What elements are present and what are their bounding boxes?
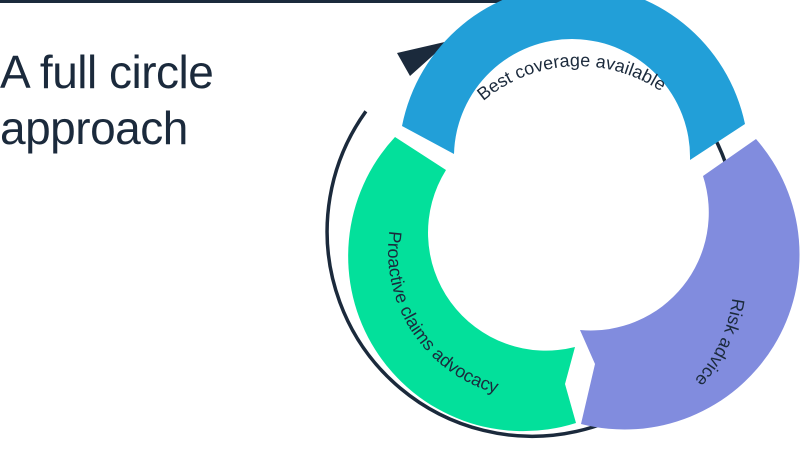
top-rule bbox=[0, 0, 580, 3]
page-title: A full circle approach bbox=[0, 44, 214, 156]
cycle-segment-best-coverage bbox=[402, 0, 745, 160]
page-title-line-2: approach bbox=[0, 102, 188, 154]
page-title-line-1: A full circle bbox=[0, 46, 214, 98]
cycle-segment-risk-advice bbox=[580, 139, 800, 430]
cycle-segment-claims-advocacy bbox=[348, 137, 576, 432]
cycle-arrowhead-icon bbox=[397, 41, 449, 76]
